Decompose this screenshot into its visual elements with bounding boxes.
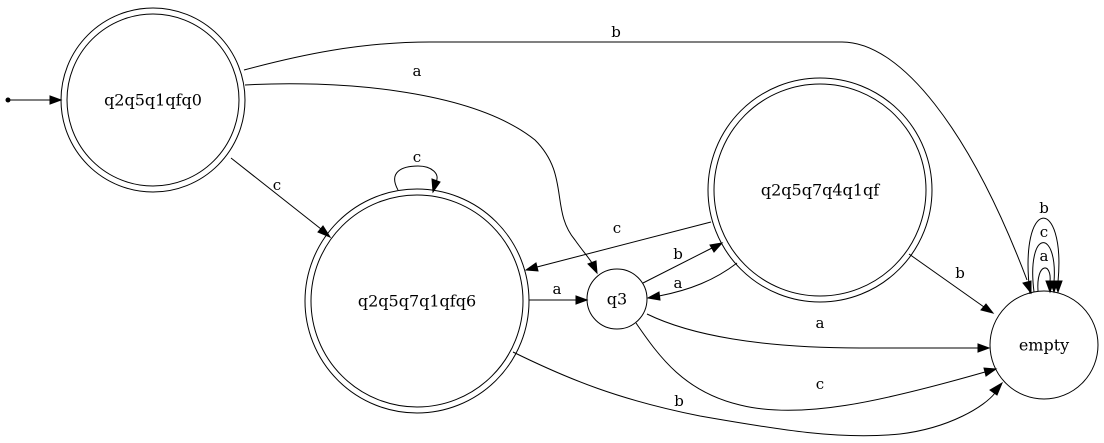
transition-label: b bbox=[611, 23, 621, 41]
state-label: empty bbox=[1019, 336, 1069, 355]
transition-arrowhead bbox=[989, 381, 1004, 396]
transition-edge bbox=[646, 313, 978, 349]
transition-arrowhead bbox=[587, 260, 598, 275]
transition-edge bbox=[658, 262, 738, 297]
transition-q2q5q7q1qfq6-self-c: c bbox=[394, 148, 441, 194]
transition-arrowhead bbox=[317, 225, 332, 239]
state-circle bbox=[989, 290, 1099, 400]
transition-label: a bbox=[413, 62, 422, 80]
state-q2q5q7q1qfq6: q2q5q7q1qfq6 bbox=[304, 188, 530, 414]
state-empty: empty bbox=[989, 290, 1099, 400]
transition-empty-self-b: b bbox=[1027, 199, 1063, 295]
transition-arrowhead bbox=[709, 242, 724, 253]
transition-edge bbox=[908, 253, 985, 308]
transition-label: a bbox=[553, 280, 562, 298]
transition-edge bbox=[1032, 242, 1055, 293]
state-outer-circle bbox=[304, 188, 530, 414]
transition-edge bbox=[244, 83, 593, 264]
transition-label: a bbox=[1040, 247, 1049, 265]
transition-arrowhead bbox=[1053, 280, 1063, 294]
transition-edge bbox=[243, 41, 1028, 281]
transition-edge bbox=[230, 157, 322, 230]
transition-label: b bbox=[1039, 199, 1049, 217]
transition-edge bbox=[642, 247, 713, 284]
transition-arrowhead bbox=[980, 303, 995, 314]
state-outer-circle bbox=[707, 77, 933, 303]
state-label: q2q5q7q1qfq6 bbox=[358, 292, 476, 311]
transition-label: c bbox=[613, 219, 621, 237]
transition-label: c bbox=[273, 176, 281, 194]
transition-q2q5q7q4q1qf-q3-a: a bbox=[646, 262, 738, 301]
transition-q2q5q7q1qfq6-empty-b: b bbox=[512, 351, 1004, 437]
transition-label: b bbox=[674, 392, 684, 410]
state-inner-circle bbox=[66, 13, 240, 187]
transition-q3-empty-a: a bbox=[646, 313, 991, 353]
transition-label: b bbox=[955, 264, 965, 282]
transition-edge bbox=[536, 221, 712, 268]
state-q3: q3 bbox=[586, 268, 648, 330]
state-inner-circle bbox=[310, 194, 524, 408]
transition-arrowhead bbox=[977, 343, 991, 353]
transition-label: c bbox=[413, 148, 421, 166]
start-arrow bbox=[5, 95, 63, 105]
transition-arrowhead bbox=[524, 262, 539, 272]
transition-label: a bbox=[674, 274, 683, 292]
start-arrowhead bbox=[49, 95, 63, 105]
transition-edge bbox=[1037, 267, 1051, 292]
state-circle bbox=[586, 268, 648, 330]
state-label: q3 bbox=[607, 290, 627, 309]
state-q2q5q7q4q1qf: q2q5q7q4q1qf bbox=[707, 77, 933, 303]
transition-q3-q2q5q7q4q1qf-b: b bbox=[642, 242, 724, 284]
transition-arrowhead bbox=[983, 367, 998, 377]
state-q2q5q1qfq0: q2q5q1qfq0 bbox=[60, 7, 246, 193]
start-dot bbox=[5, 97, 11, 103]
transition-arrowhead bbox=[431, 178, 441, 194]
transition-q3-empty-c: c bbox=[635, 322, 998, 411]
transition-edge bbox=[635, 322, 986, 411]
transition-q2q5q7q4q1qf-empty-b: b bbox=[908, 253, 995, 314]
transition-q2q5q7q1qfq6-q3-a: a bbox=[529, 280, 589, 305]
transition-q2q5q7q4q1qf-q2q5q7q1qfq6-c: c bbox=[524, 219, 712, 272]
state-inner-circle bbox=[713, 83, 927, 297]
transition-q2q5q1qfq0-q2q5q7q1qfq6-c: c bbox=[230, 157, 332, 239]
transition-edge bbox=[512, 351, 996, 437]
transition-label: b bbox=[673, 245, 683, 263]
transition-label: c bbox=[816, 375, 824, 393]
state-label: q2q5q1qfq0 bbox=[104, 91, 202, 110]
transition-arrowhead bbox=[575, 295, 589, 305]
transition-label: a bbox=[816, 314, 825, 332]
transition-q2q5q1qfq0-q3-a: a bbox=[244, 62, 598, 275]
transition-edge bbox=[1027, 217, 1060, 295]
transition-edge bbox=[394, 165, 438, 191]
transition-arrowhead bbox=[646, 291, 661, 301]
state-label: q2q5q7q4q1qf bbox=[761, 181, 880, 200]
transition-label: c bbox=[1040, 223, 1048, 241]
state-outer-circle bbox=[60, 7, 246, 193]
